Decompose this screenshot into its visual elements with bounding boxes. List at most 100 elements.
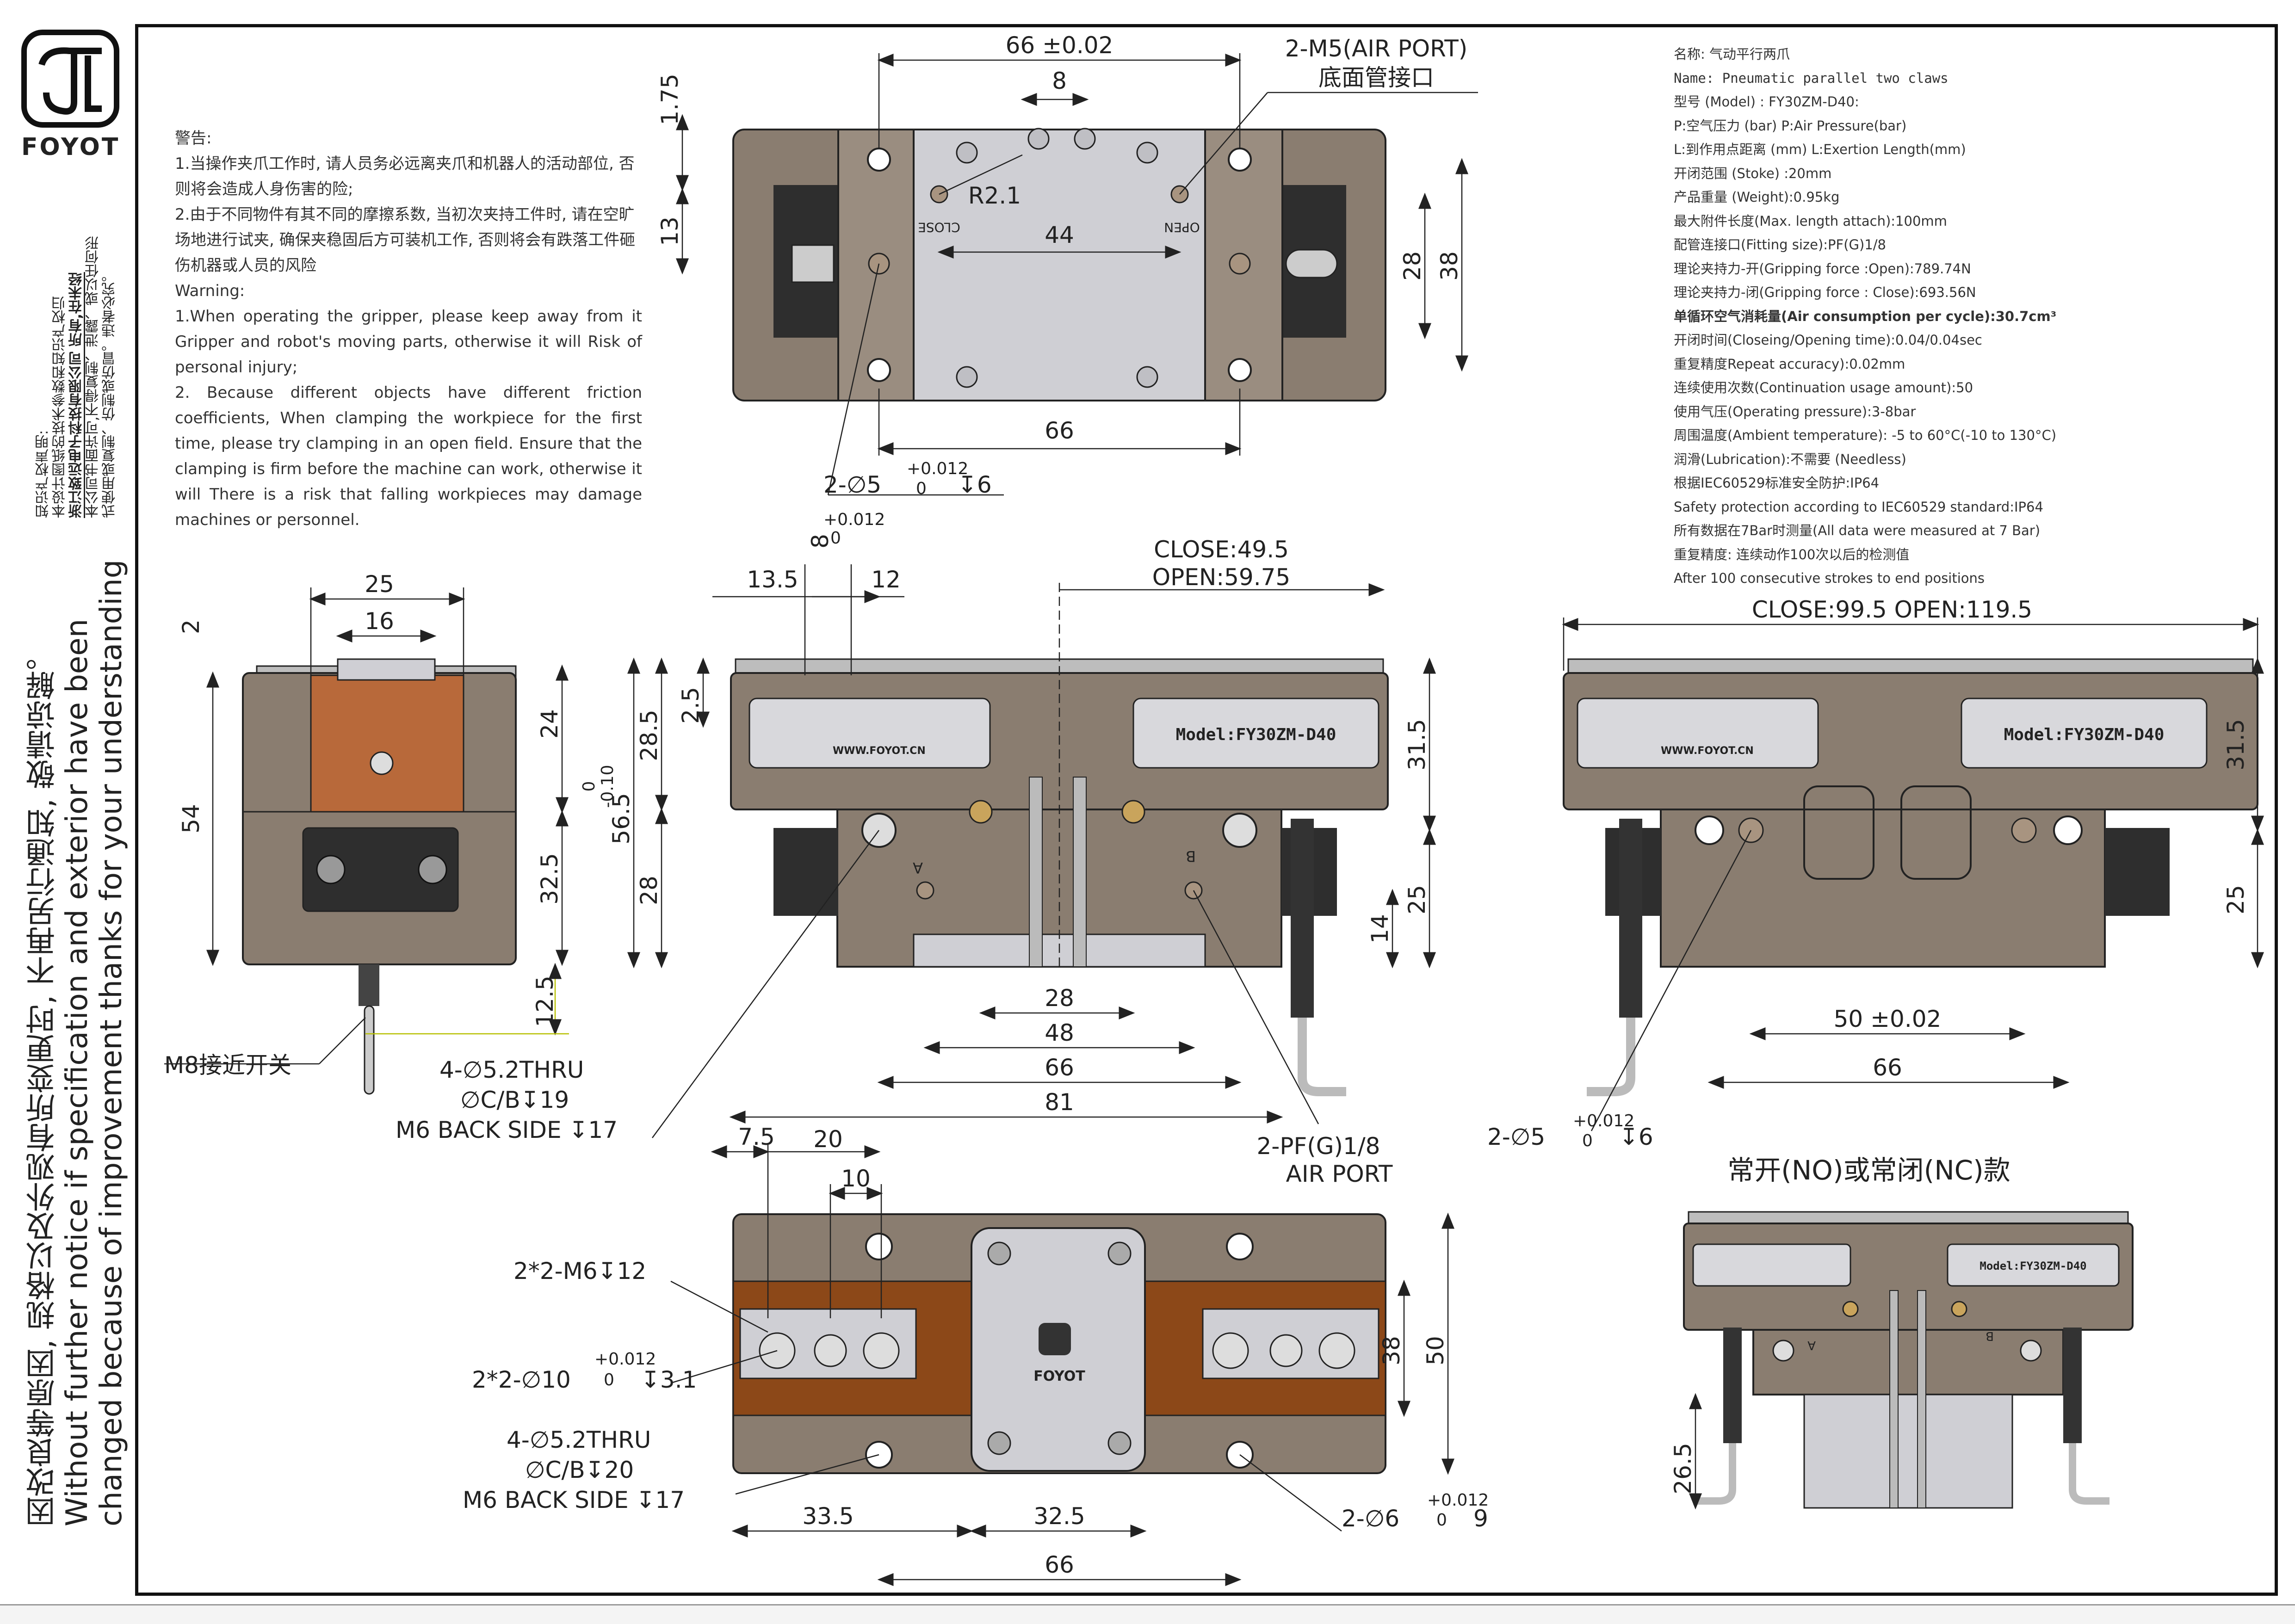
spec-line: Safety protection according to IEC60529 … [1674, 499, 2043, 515]
dim-26-5: 26.5 [1670, 1443, 1696, 1494]
dim-16: 16 [365, 608, 394, 635]
dim-bottom-66: 66 [1045, 1054, 1074, 1081]
rear-view: WWW.FOYOT.CN Model:FY30ZM-D40 CLOSE:99.5… [1487, 596, 2264, 1150]
spec-line: 周围温度(Ambient temperature): -5 to 60°C(-1… [1674, 427, 2057, 443]
hole-callout: 2-∅5 [823, 471, 881, 498]
warning-title-cn: 警告: [175, 129, 212, 148]
air-port-bottom-label: 底面管接口 [1318, 64, 1434, 91]
variant-port-b: B [1986, 1329, 1994, 1343]
warning-cn-2: 2.由于不同物件有其不同的摩擦系数, 当初次夹持工件时, 请在空旷场地进行试夹,… [175, 205, 636, 275]
dim-12: 12 [871, 566, 901, 593]
bottom-thru-3: M6 BACK SIDE ↧17 [463, 1487, 685, 1513]
dim-32-5: 32.5 [1033, 1503, 1085, 1530]
variant-view: 常开(NO)或常闭(NC)款 Model:FY30ZM-D40 A B 26.5 [1670, 1155, 2134, 1510]
dim-44: 44 [1045, 222, 1074, 248]
spec-line: Name: Pneumatic parallel two claws [1674, 70, 1949, 86]
dim-56-5: 56.5 [608, 793, 635, 844]
dim-28: 28 [1399, 251, 1426, 281]
dim-54: 54 [178, 804, 204, 834]
dim-total: CLOSE:99.5 OPEN:119.5 [1752, 596, 2032, 623]
dim-7-5: 7.5 [738, 1124, 775, 1150]
rear-hole-callout: 2-∅5 [1487, 1124, 1545, 1150]
hole-tol-top: +0.012 [907, 459, 968, 478]
front-view: WWW.FOYOT.CN Model:FY30ZM-D40 A B [608, 510, 1436, 1187]
thru-label-3: M6 BACK SIDE ↧17 [396, 1117, 618, 1143]
top-view: CLOSE OPEN 66 ±0.02 8 1.75 13 44 R2.1 28… [656, 32, 1478, 498]
thru-label-1: 4-∅5.2THRU [439, 1056, 584, 1083]
dim-66: 66 [1045, 1551, 1074, 1578]
dim-2-5: 2.5 [677, 687, 704, 724]
dim-24: 24 [536, 709, 563, 739]
spec-line: 产品重量 (Weight):0.95kg [1674, 189, 1840, 205]
warning-en-2: 2. Because different objects have differ… [175, 383, 642, 529]
dim-bottom-28: 28 [1045, 985, 1074, 1012]
dim-28: 28 [636, 876, 662, 905]
spec-line: 配管连接口(Fitting size):PF(G)1/8 [1674, 237, 1887, 253]
spec-line: 重复精度Repeat accuracy):0.02mm [1674, 356, 1905, 372]
dim-radius: R2.1 [968, 182, 1021, 209]
spec-line: P:空气压力 (bar) P:Air Pressure(bar) [1674, 117, 1907, 134]
pin-label: 2-∅6 [1342, 1505, 1399, 1532]
dim-38: 38 [1378, 1336, 1405, 1365]
variant-port-a: A [1807, 1338, 1816, 1352]
spec-line: 理论夹持力-闭(Gripping force : Close):693.56N [1674, 284, 1976, 300]
dim-50: 50 ±0.02 [1834, 1006, 1942, 1032]
spec-line: 单循环空气消耗量(Air consumption per cycle):30.7… [1674, 308, 2057, 324]
m6-label: 2*2-M6↧12 [513, 1258, 646, 1284]
pin-depth: 9 [1473, 1505, 1488, 1532]
warning-block: 警告: 1.当操作夹爪工作时, 请人员务必远离夹爪和机器人的活动部位, 否则将会… [175, 126, 642, 533]
dim-25: 25 [1404, 885, 1430, 914]
spec-line: 开闭范围 (Stoke) :20mm [1674, 165, 1832, 181]
sensor-label: M8接近开关 [164, 1052, 291, 1079]
dim-open: OPEN:59.75 [1152, 564, 1291, 591]
pin-tol-bottom: 0 [1436, 1511, 1447, 1530]
rear-plate-site: WWW.FOYOT.CN [1661, 745, 1754, 757]
pin-tol-top: +0.012 [1427, 1491, 1489, 1510]
spec-line: 使用气压(Operating pressure):3-8bar [1674, 403, 1916, 420]
dim-66: 66 [1045, 417, 1074, 444]
dim-8: 8 [807, 534, 834, 549]
dim-13-5: 13.5 [747, 566, 798, 593]
pf-port-label: 2-PF(G)1/8 [1257, 1133, 1380, 1160]
close-label: CLOSE [918, 220, 960, 235]
dim-bottom-81: 81 [1045, 1089, 1074, 1116]
dim-close: CLOSE:49.5 [1154, 536, 1289, 563]
dim-31-5: 31.5 [1404, 719, 1430, 770]
dim-66: 66 [1873, 1054, 1902, 1081]
port-a-label: A [913, 859, 923, 877]
dim-10: 10 [841, 1165, 871, 1192]
dim-13: 13 [656, 216, 683, 246]
dim-width: 66 ±0.02 [1006, 32, 1113, 59]
dim-14: 14 [1367, 914, 1393, 944]
dowel-tol-top: +0.012 [594, 1350, 656, 1369]
spec-list: 名称: 气动平行两爪 Name: Pneumatic parallel two c… [1674, 43, 2136, 591]
bottom-view: FOYOT 7.5 20 10 2*2-M6↧12 2*2-∅10 +0. [463, 1124, 1489, 1586]
dim-50: 50 [1422, 1336, 1449, 1365]
dim-bottom-48: 48 [1045, 1019, 1074, 1046]
bottom-thru-2: ∅C/B↧20 [525, 1457, 634, 1483]
dowel-label: 2*2-∅10 [472, 1366, 571, 1393]
spec-line: 润滑(Lubrication):不需要 (Needless) [1674, 451, 1906, 467]
center-logo-text: FOYOT [1033, 1368, 1085, 1384]
dowel-tol-bottom: 0 [604, 1371, 614, 1389]
spec-line: 最大附件长度(Max. length attach):100mm [1674, 213, 1947, 229]
thru-label-2: ∅C/B↧19 [460, 1087, 569, 1113]
front-plate-model: Model:FY30ZM-D40 [1176, 725, 1336, 744]
dim-tol-bottom: 0 [830, 529, 841, 548]
spec-line: 名称: 气动平行两爪 [1674, 46, 1790, 62]
dim-tol-top: 0 [580, 781, 599, 792]
spec-line: 连续使用次数(Continuation usage amount):50 [1674, 380, 1973, 395]
spec-line: L:到作用点距离 (mm) L:Exertion Length(mm) [1674, 142, 1966, 157]
variant-plate-model: Model:FY30ZM-D40 [1980, 1260, 2086, 1272]
dim-33-5: 33.5 [802, 1503, 854, 1530]
spec-line: 型号 (Model) : FY30ZM-D40: [1674, 94, 1859, 110]
dim-25: 25 [2222, 885, 2249, 914]
dim-31-5: 31.5 [2222, 719, 2249, 770]
variant-title: 常开(NO)或常闭(NC)款 [1727, 1155, 2010, 1186]
spec-line: 重复精度: 连续动作100次以后的检测值 [1674, 546, 1910, 562]
brand-logo: FOYOT [19, 28, 125, 167]
drawing-frame [135, 24, 2278, 1596]
dim-tol-bottom: -0.10 [598, 765, 617, 808]
dim-28-5: 28.5 [636, 710, 662, 761]
